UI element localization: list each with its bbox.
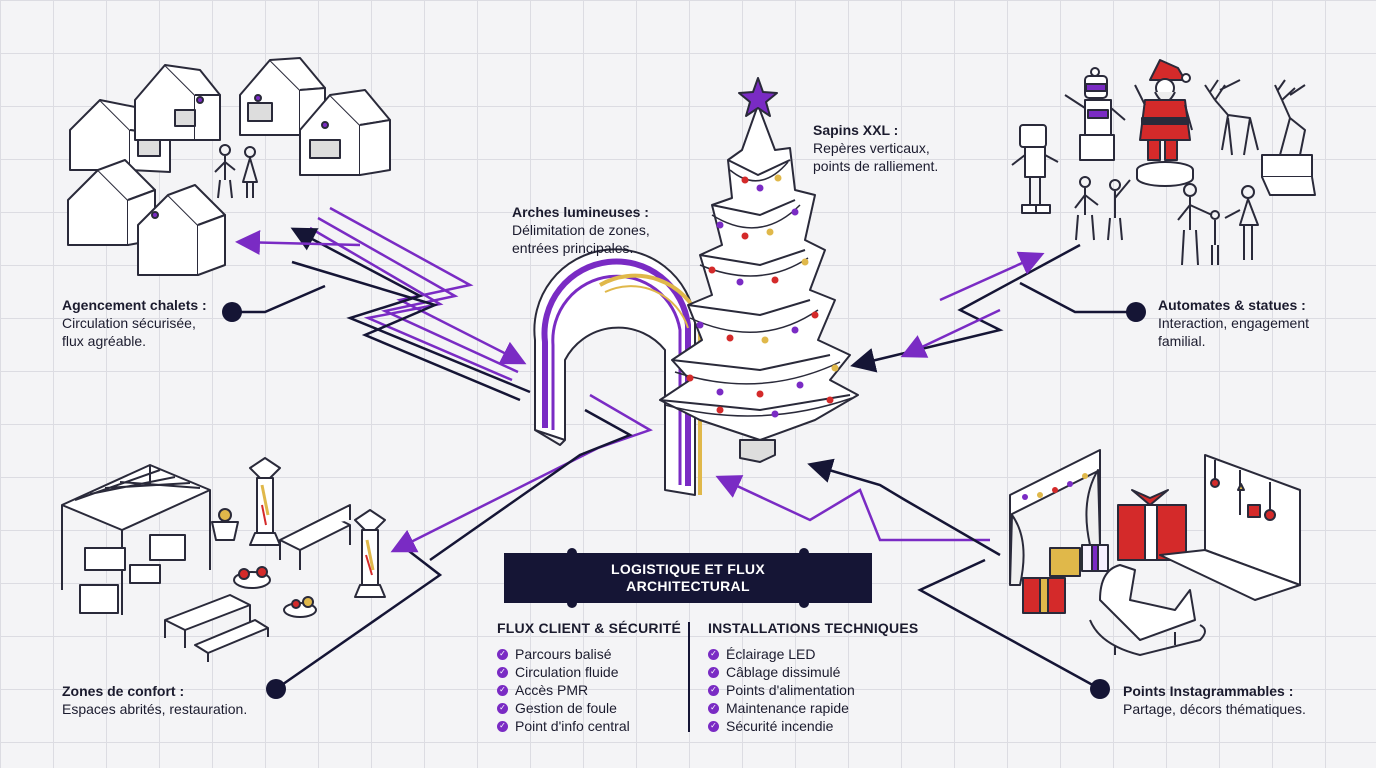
callout-arches: Arches lumineuses : Délimitation de zone… (512, 203, 650, 257)
checkmark-icon: ✓ (708, 720, 719, 732)
banner-title-line: LOGISTIQUE ET FLUX (611, 561, 765, 577)
logistics-banner: LOGISTIQUE ET FLUX ARCHITECTURAL (504, 553, 872, 603)
automates-illustration (1011, 59, 1316, 266)
backdrop-icon (1159, 454, 1301, 601)
list-item: ✓ Câblage dissimulé (708, 663, 918, 681)
list-item-label: Maintenance rapide (726, 700, 849, 716)
checkmark-icon: ✓ (497, 648, 508, 660)
callout-instagram: Points Instagrammables : Partage, décors… (1123, 682, 1306, 718)
callout-line: Délimitation de zones, (512, 222, 650, 238)
callout-sapins: Sapins XXL : Repères verticaux, points d… (813, 121, 938, 175)
list-item-label: Accès PMR (515, 682, 589, 698)
checkmark-icon: ✓ (708, 702, 719, 714)
list-item-label: Sécurité incendie (726, 718, 834, 734)
robot-icon (1064, 67, 1126, 161)
list-item: ✓ Circulation fluide (497, 663, 681, 681)
list-item: ✓ Maintenance rapide (708, 699, 918, 717)
gift-icon (1022, 577, 1066, 614)
house-icon (67, 159, 156, 246)
callout-connectors (232, 281, 1136, 691)
list-item-label: Parcours balisé (515, 646, 612, 662)
list-item: ✓ Point d'info central (497, 717, 681, 735)
callout-line: Espaces abrités, restauration. (62, 701, 248, 717)
list-item: ✓ Points d'alimentation (708, 681, 918, 699)
list-item-label: Câblage dissimulé (726, 664, 841, 680)
photo-frame-icon (1009, 449, 1101, 586)
list-item-label: Gestion de foule (515, 700, 617, 716)
callout-title: Automates & statues : (1158, 297, 1306, 313)
people-icon (1074, 176, 1259, 266)
bench-icon (164, 594, 269, 662)
xxl-tree-illustration (659, 77, 859, 463)
callout-line: Repères verticaux, (813, 140, 930, 156)
food-plate-icon (233, 566, 317, 618)
robot-icon (1011, 124, 1059, 214)
list-item: ✓ Gestion de foule (497, 699, 681, 717)
tech-install-column: INSTALLATIONS TECHNIQUES ✓ Éclairage LED … (708, 620, 918, 735)
list-item-label: Point d'info central (515, 718, 630, 734)
callout-automates: Automates & statues : Interaction, engag… (1158, 296, 1309, 350)
people-icon (214, 144, 258, 199)
checkmark-icon: ✓ (497, 720, 508, 732)
reindeer-icon (1204, 79, 1316, 196)
star-icon (738, 77, 778, 117)
chalets-illustration (67, 57, 391, 276)
callout-title: Agencement chalets : (62, 297, 207, 313)
list-item: ✓ Sécurité incendie (708, 717, 918, 735)
banner-title: LOGISTIQUE ET FLUX ARCHITECTURAL (590, 561, 786, 595)
client-flow-list: ✓ Parcours balisé ✓ Circulation fluide ✓ Ac… (497, 645, 681, 735)
checkmark-icon: ✓ (497, 702, 508, 714)
list-item-label: Circulation fluide (515, 664, 619, 680)
checkmark-icon: ✓ (708, 648, 719, 660)
callout-title: Zones de confort : (62, 683, 185, 699)
checkmark-icon: ✓ (708, 666, 719, 678)
checkmark-icon: ✓ (708, 684, 719, 696)
patio-heater-icon (249, 457, 281, 546)
callout-title: Points Instagrammables : (1123, 683, 1294, 699)
column-divider (688, 622, 690, 732)
list-item-label: Points d'alimentation (726, 682, 855, 698)
banner-title-line: ARCHITECTURAL (626, 578, 750, 594)
tech-install-list: ✓ Éclairage LED ✓ Câblage dissimulé ✓ Point… (708, 645, 918, 735)
list-item-label: Éclairage LED (726, 646, 816, 662)
sleigh-icon (1089, 564, 1206, 656)
checkmark-icon: ✓ (497, 666, 508, 678)
callout-confort: Zones de confort : Espaces abrités, rest… (62, 682, 247, 718)
callout-title: Sapins XXL : (813, 122, 899, 138)
list-item: ✓ Accès PMR (497, 681, 681, 699)
santa-icon (1134, 59, 1194, 187)
callout-line: entrées principales. (512, 240, 634, 256)
list-item: ✓ Éclairage LED (708, 645, 918, 663)
gift-icon (1117, 489, 1187, 561)
instagram-spots-illustration (1009, 449, 1301, 656)
patio-heater-icon (354, 509, 386, 598)
house-icon (134, 64, 221, 141)
house-icon (299, 89, 391, 176)
callout-dots (222, 302, 1146, 699)
list-item: ✓ Parcours balisé (497, 645, 681, 663)
comfort-zone-illustration (61, 457, 386, 662)
column-title: FLUX CLIENT & SÉCURITÉ (497, 620, 682, 636)
column-title: INSTALLATIONS TECHNIQUES (708, 620, 919, 636)
gift-icon (1049, 544, 1109, 577)
callout-line: Partage, décors thématiques. (1123, 701, 1306, 717)
callout-line: familial. (1158, 333, 1206, 349)
callout-line: points de ralliement. (813, 158, 939, 174)
callout-line: Circulation sécurisée, (62, 315, 196, 331)
client-flow-column: FLUX CLIENT & SÉCURITÉ ✓ Parcours balisé … (497, 620, 681, 735)
flow-arrows (235, 206, 1081, 562)
callout-chalets: Agencement chalets : Circulation sécuris… (62, 296, 207, 350)
house-icon (137, 184, 226, 276)
bench-icon (279, 504, 351, 570)
pergola-icon (61, 464, 211, 615)
callout-title: Arches lumineuses : (512, 204, 649, 220)
callout-line: Interaction, engagement (1158, 315, 1309, 331)
checkmark-icon: ✓ (497, 684, 508, 696)
callout-line: flux agréable. (62, 333, 147, 349)
